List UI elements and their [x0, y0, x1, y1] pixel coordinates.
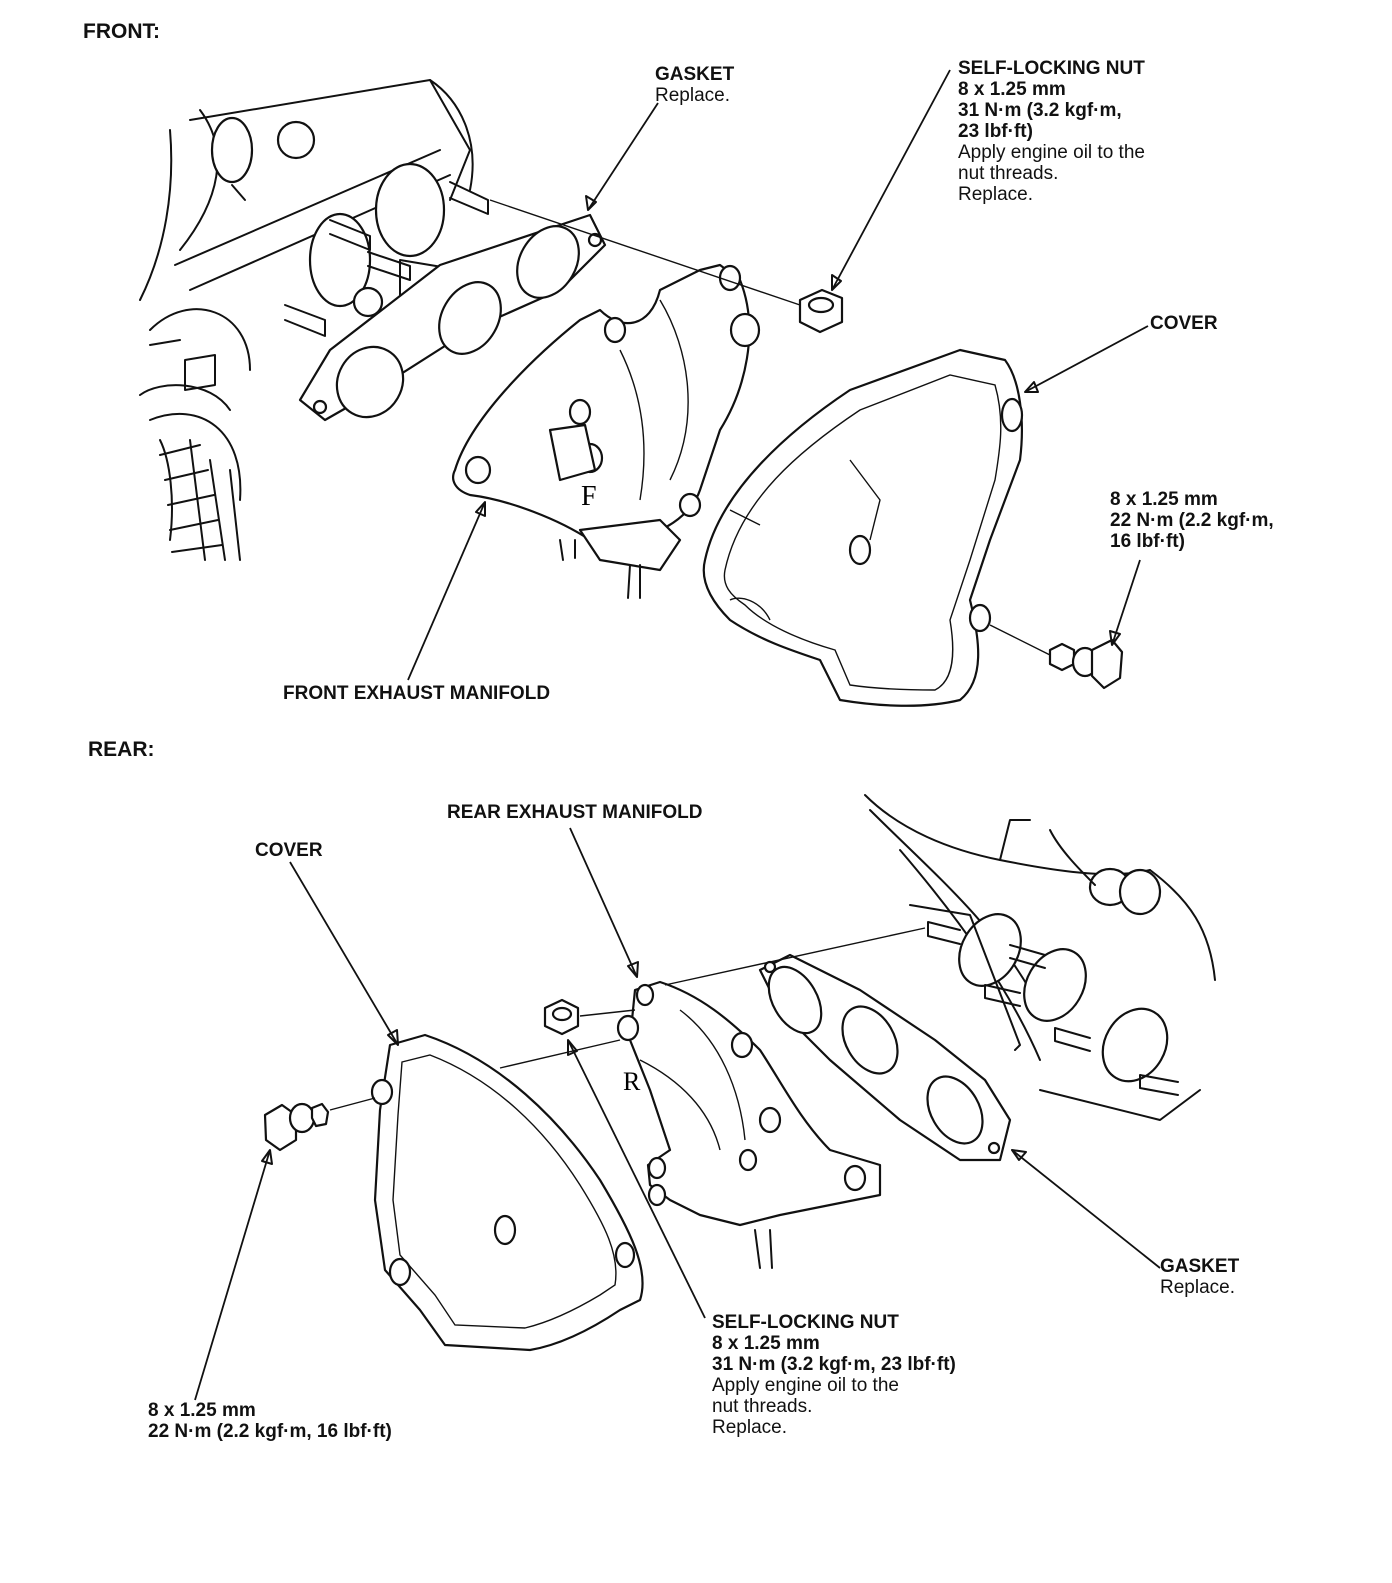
- front-nut-torque-2: 23 lbf·ft): [958, 121, 1033, 142]
- front-nut-note-2: nut threads.: [958, 163, 1059, 184]
- front-gasket-title: GASKET: [655, 64, 735, 85]
- rear-flange-bolt-shape: [263, 1102, 330, 1152]
- rear-nut-size: 8 x 1.25 mm: [712, 1333, 820, 1354]
- rear-manifold-callout: REAR EXHAUST MANIFOLD: [447, 802, 702, 823]
- rear-manifold: [616, 980, 882, 1269]
- front-bolt-torque-1: 22 N·m (2.2 kgf·m,: [1110, 510, 1274, 531]
- front-nut-torque-1: 31 N·m (3.2 kgf·m,: [958, 100, 1122, 121]
- front-flange-bolt-shape: [1048, 638, 1124, 690]
- front-self-locking-nut-shape: [798, 288, 844, 334]
- front-nut-title: SELF-LOCKING NUT: [958, 58, 1145, 79]
- rear-bolt-torque: 22 N·m (2.2 kgf·m, 16 lbf·ft): [148, 1421, 392, 1442]
- front-manifold-callout: FRONT EXHAUST MANIFOLD: [283, 683, 550, 704]
- front-bolt-torque-2: 16 lbf·ft): [1110, 531, 1185, 552]
- rear-gasket-note: Replace.: [1160, 1277, 1235, 1298]
- front-gasket-callout: GASKET Replace.: [655, 64, 734, 106]
- rear-self-locking-nut-shape: [543, 998, 580, 1036]
- front-cover-callout: COVER: [1150, 313, 1218, 334]
- rear-cover-title: COVER: [255, 840, 323, 861]
- front-manifold-title: FRONT EXHAUST MANIFOLD: [283, 683, 551, 704]
- rear-assembly-lines: [329, 927, 926, 1111]
- rear-leaders: [194, 827, 1161, 1401]
- rear-gasket-title: GASKET: [1160, 1256, 1240, 1277]
- front-gasket: [298, 213, 607, 422]
- rear-bolt-size: 8 x 1.25 mm: [148, 1400, 256, 1421]
- rear-section-title: REAR:: [88, 738, 155, 761]
- front-section-title: FRONT:: [83, 20, 160, 43]
- front-engine-block: [139, 79, 489, 561]
- front-nut-size: 8 x 1.25 mm: [958, 79, 1066, 100]
- front-cover-title: COVER: [1150, 313, 1218, 334]
- rear-nut-note-2: nut threads.: [712, 1396, 813, 1417]
- rear-nut-torque: 31 N·m (3.2 kgf·m, 23 lbf·ft): [712, 1354, 956, 1375]
- rear-nut-title: SELF-LOCKING NUT: [712, 1312, 899, 1333]
- rear-cover-callout: COVER: [255, 840, 323, 861]
- front-nut-callout: SELF-LOCKING NUT 8 x 1.25 mm 31 N·m (3.2…: [958, 58, 1145, 205]
- rear-cover: [370, 1033, 644, 1352]
- rear-manifold-title: REAR EXHAUST MANIFOLD: [447, 802, 703, 823]
- front-nut-note-3: Replace.: [958, 184, 1033, 205]
- rear-manifold-stamp: R: [623, 1067, 641, 1096]
- rear-gasket-callout: GASKET Replace.: [1160, 1256, 1239, 1298]
- rear-nut-note-1: Apply engine oil to the: [712, 1375, 899, 1396]
- front-nut-note-1: Apply engine oil to the: [958, 142, 1145, 163]
- rear-bolt-callout: 8 x 1.25 mm 22 N·m (2.2 kgf·m, 16 lbf·ft…: [148, 1400, 392, 1442]
- rear-nut-note-3: Replace.: [712, 1417, 787, 1438]
- front-gasket-note: Replace.: [655, 85, 730, 106]
- front-leaders: [407, 69, 1149, 681]
- rear-engine-block: [864, 794, 1216, 1121]
- front-manifold-stamp: F: [581, 481, 597, 512]
- rear-nut-callout: SELF-LOCKING NUT 8 x 1.25 mm 31 N·m (3.2…: [712, 1312, 956, 1438]
- front-manifold: [452, 263, 761, 599]
- front-bolt-size: 8 x 1.25 mm: [1110, 489, 1218, 510]
- front-cover: [702, 348, 1024, 707]
- rear-gasket: [758, 953, 1012, 1162]
- front-bolt-callout: 8 x 1.25 mm 22 N·m (2.2 kgf·m, 16 lbf·ft…: [1110, 489, 1274, 552]
- front-assembly-lines: [489, 199, 1051, 656]
